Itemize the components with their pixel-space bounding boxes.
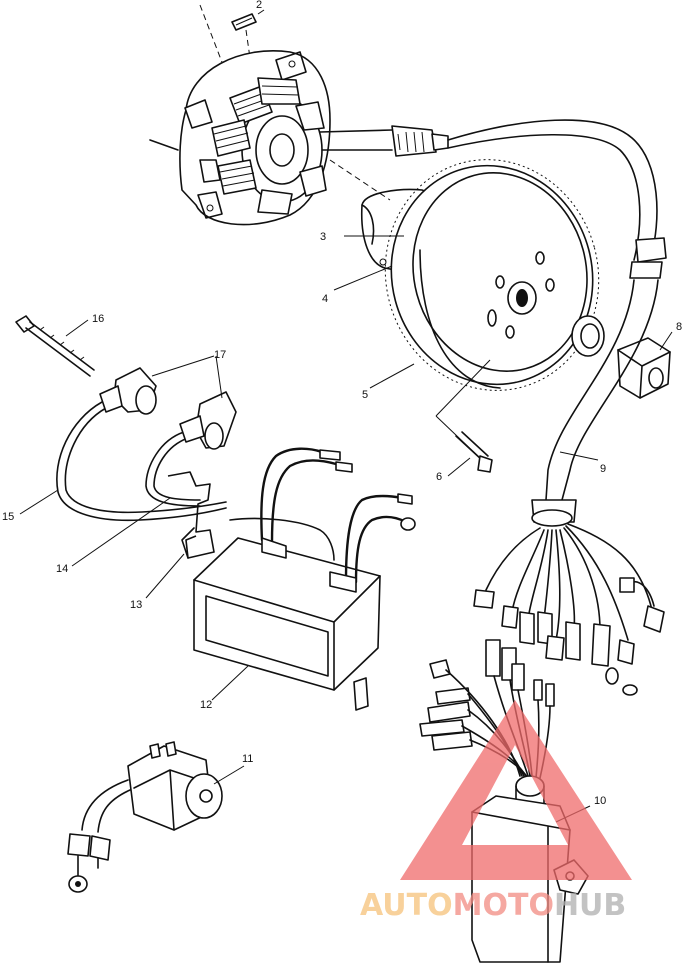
watermark-triangle (400, 700, 632, 880)
callout-13: 13 (130, 599, 142, 611)
spark-plug-leads (56, 355, 237, 522)
callout-2: 2 (256, 0, 262, 11)
callout-17: 17 (214, 349, 226, 361)
svg-text:AUTOMOTOHUB: AUTOMOTOHUB (360, 888, 626, 923)
callout-16: 16 (92, 313, 104, 325)
callout-numbers: 2 3 4 5 6 8 9 10 11 12 13 14 15 16 17 (2, 0, 682, 807)
callout-10: 10 (594, 795, 606, 807)
callout-14: 14 (56, 563, 68, 575)
callout-12: 12 (200, 699, 212, 711)
wiring-harness-9 (473, 237, 667, 696)
bolt-6 (435, 359, 493, 473)
cable-tie-16 (15, 315, 95, 377)
stator-assembly (149, 50, 658, 261)
flywheel (384, 159, 600, 391)
callout-9: 9 (600, 463, 606, 475)
watermark-moto: MOTO (453, 888, 554, 923)
cdi-box-12 (193, 447, 416, 711)
callout-8: 8 (676, 321, 682, 333)
washer (571, 315, 605, 357)
solenoid-11 (67, 741, 223, 893)
callout-3: 3 (320, 231, 326, 243)
callout-5: 5 (362, 389, 368, 401)
watermark-logo: AUTOMOTOHUB (360, 700, 632, 923)
nut-8 (617, 337, 671, 399)
callout-11: 11 (242, 753, 253, 765)
callout-15: 15 (2, 511, 14, 523)
watermark-auto: AUTO (360, 888, 453, 923)
watermark-hub: HUB (554, 888, 626, 923)
callout-4: 4 (322, 293, 328, 305)
callout-6: 6 (436, 471, 442, 483)
